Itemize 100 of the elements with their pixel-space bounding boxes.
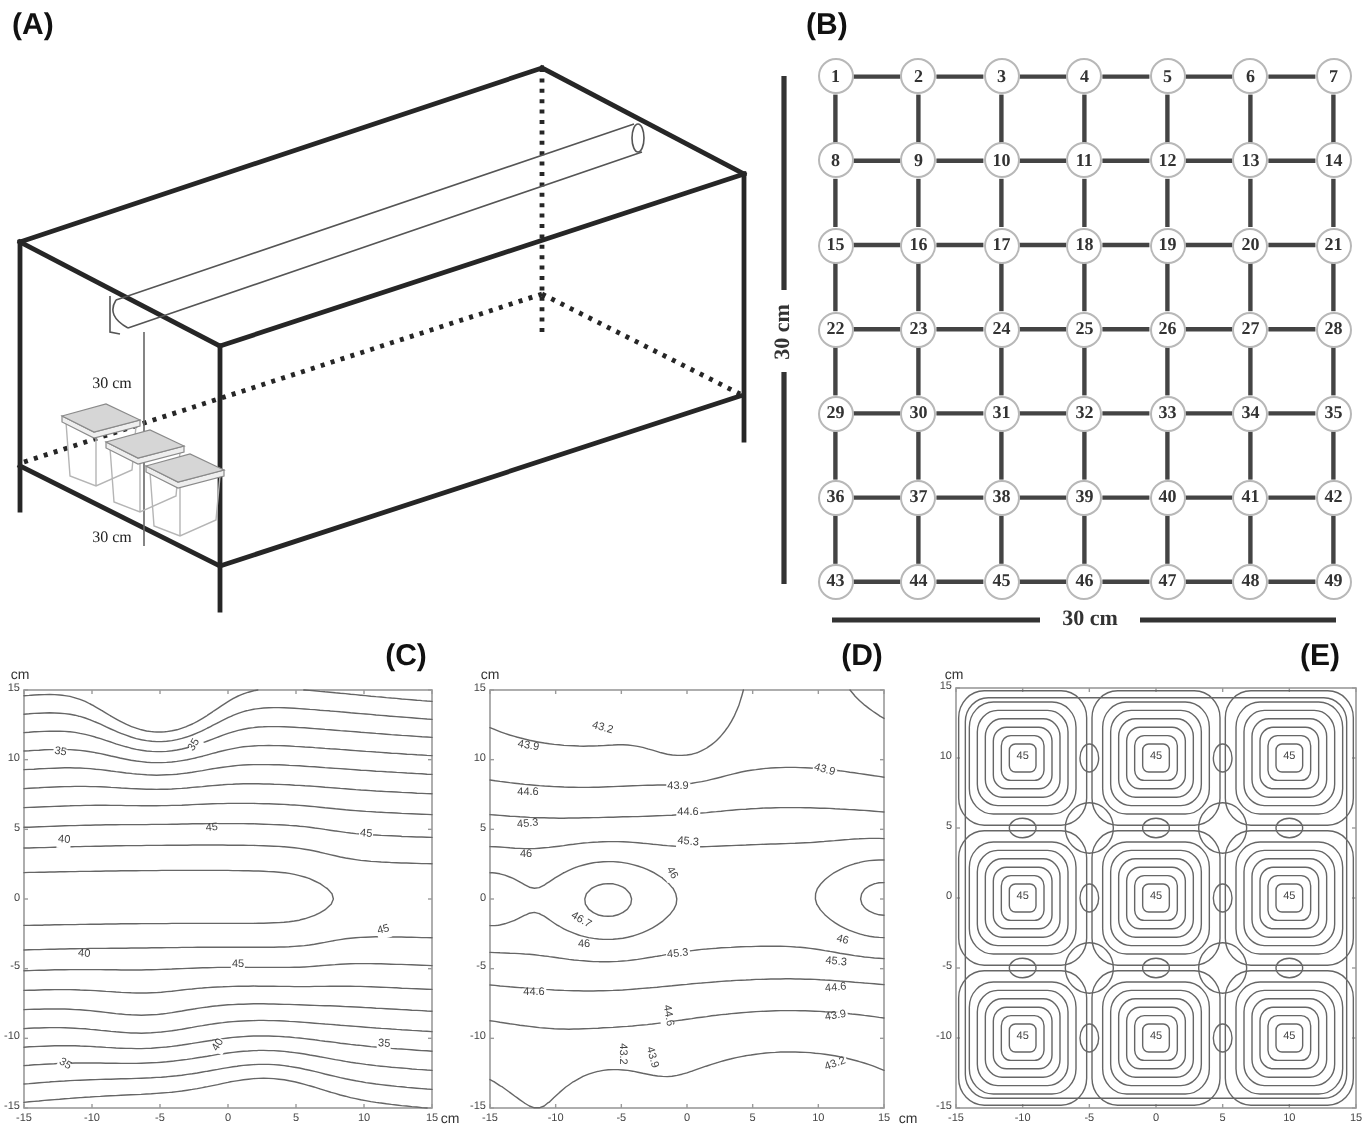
connector-line: [853, 411, 901, 416]
numbered-circle: 6: [1232, 58, 1269, 95]
connector-line: [1248, 94, 1253, 143]
numbered-circle: 46: [1066, 563, 1103, 600]
panel-label: (C): [385, 641, 427, 671]
numbered-circle: 38: [983, 479, 1020, 516]
connector-line: [833, 431, 838, 480]
connector-line: [1165, 263, 1170, 312]
connector-line: [1185, 495, 1233, 500]
connector-line: [1102, 158, 1150, 163]
numbered-circle: 14: [1315, 142, 1352, 179]
numbered-circle: 26: [1149, 311, 1186, 348]
numbered-circle: 33: [1149, 395, 1186, 432]
connector-line: [999, 94, 1004, 143]
connector-line: [1331, 431, 1336, 480]
numbered-circle: 23: [900, 311, 937, 348]
connector-line: [1102, 579, 1150, 584]
connector-line: [853, 495, 901, 500]
connector-line: [1248, 263, 1253, 312]
numbered-circle: 15: [817, 227, 854, 263]
connector-line: [833, 94, 838, 143]
numbered-circle: 5: [1149, 58, 1186, 95]
connector-line: [1331, 94, 1336, 143]
connector-line: [1268, 242, 1316, 248]
connector-line: [1019, 158, 1067, 163]
numbered-circle: 47: [1149, 563, 1186, 600]
connector-line: [999, 263, 1004, 312]
numbered-circle: 3: [983, 58, 1020, 95]
connector-line: [1185, 158, 1233, 163]
connector-line: [1019, 327, 1067, 332]
panel-label: (B): [806, 10, 848, 40]
panel-label: (E): [1300, 641, 1340, 671]
connector-line: [1019, 495, 1067, 500]
numbered-circle: 35: [1315, 395, 1352, 432]
numbered-circle: 37: [900, 479, 937, 516]
connector-line: [1248, 347, 1253, 396]
connector-line: [1268, 158, 1316, 163]
numbered-circle: 34: [1232, 395, 1269, 432]
connector-line: [916, 178, 921, 227]
connector-line: [1268, 495, 1316, 500]
connector-line: [1268, 327, 1316, 332]
connector-line: [1102, 411, 1150, 416]
connector-line: [1331, 515, 1336, 564]
connector-line: [1248, 431, 1253, 480]
connector-line: [833, 178, 838, 227]
connector-line: [1019, 242, 1067, 248]
numbered-circle: 27: [1232, 311, 1269, 348]
connector-line: [1082, 515, 1087, 564]
numbered-circle: 16: [900, 227, 937, 263]
numbered-circle: 13: [1232, 142, 1269, 179]
connector-line: [1268, 579, 1316, 584]
connector-line: [1102, 495, 1150, 500]
connector-line: [1019, 579, 1067, 584]
connector-line: [1268, 74, 1316, 79]
numbered-circle: 36: [817, 479, 854, 516]
numbered-circle: 17: [983, 227, 1020, 263]
connector-line: [936, 411, 984, 416]
numbered-circle: 11: [1066, 142, 1103, 179]
panel-label: (A): [12, 10, 54, 40]
connector-line: [1019, 411, 1067, 416]
connector-line: [936, 579, 984, 584]
connector-line: [1082, 347, 1087, 396]
numbered-circle: 10: [983, 142, 1020, 179]
numbered-circle: 31: [983, 395, 1020, 432]
connector-line: [1185, 327, 1233, 332]
connector-line: [1248, 178, 1253, 227]
connector-line: [1019, 74, 1067, 79]
numbered-circle: 43: [817, 563, 854, 600]
numbered-circle: 40: [1149, 479, 1186, 516]
numbered-circle: 41: [1232, 479, 1269, 516]
connector-line: [1165, 431, 1170, 480]
numbered-circle: 22: [817, 311, 854, 348]
numbered-circle: 21: [1315, 227, 1352, 263]
connector-line: [1331, 178, 1336, 227]
connector-line: [853, 327, 901, 332]
numbered-circle: 44: [900, 563, 937, 600]
connector-line: [916, 263, 921, 312]
connector-line: [853, 158, 901, 163]
numbered-circle: 30: [900, 395, 937, 432]
connector-line: [936, 327, 984, 332]
numbered-circle: 9: [900, 142, 937, 179]
numbered-circle: 1: [817, 58, 854, 95]
connector-line: [1102, 242, 1150, 248]
numbered-circle: 4: [1066, 58, 1103, 95]
connector-line: [1248, 515, 1253, 564]
numbered-circle: 8: [817, 142, 854, 179]
numbered-circle: 32: [1066, 395, 1103, 432]
numbered-circle: 25: [1066, 311, 1103, 348]
connector-line: [1185, 74, 1233, 79]
numbered-circle: 39: [1066, 479, 1103, 516]
connector-line: [936, 158, 984, 163]
connector-line: [1082, 263, 1087, 312]
connector-line: [1331, 263, 1336, 312]
connector-line: [999, 347, 1004, 396]
connector-line: [916, 347, 921, 396]
connector-line: [936, 495, 984, 500]
numbered-circle: 45: [983, 563, 1020, 600]
connector-line: [999, 431, 1004, 480]
connector-line: [833, 515, 838, 564]
numbered-circle: 49: [1315, 563, 1352, 600]
